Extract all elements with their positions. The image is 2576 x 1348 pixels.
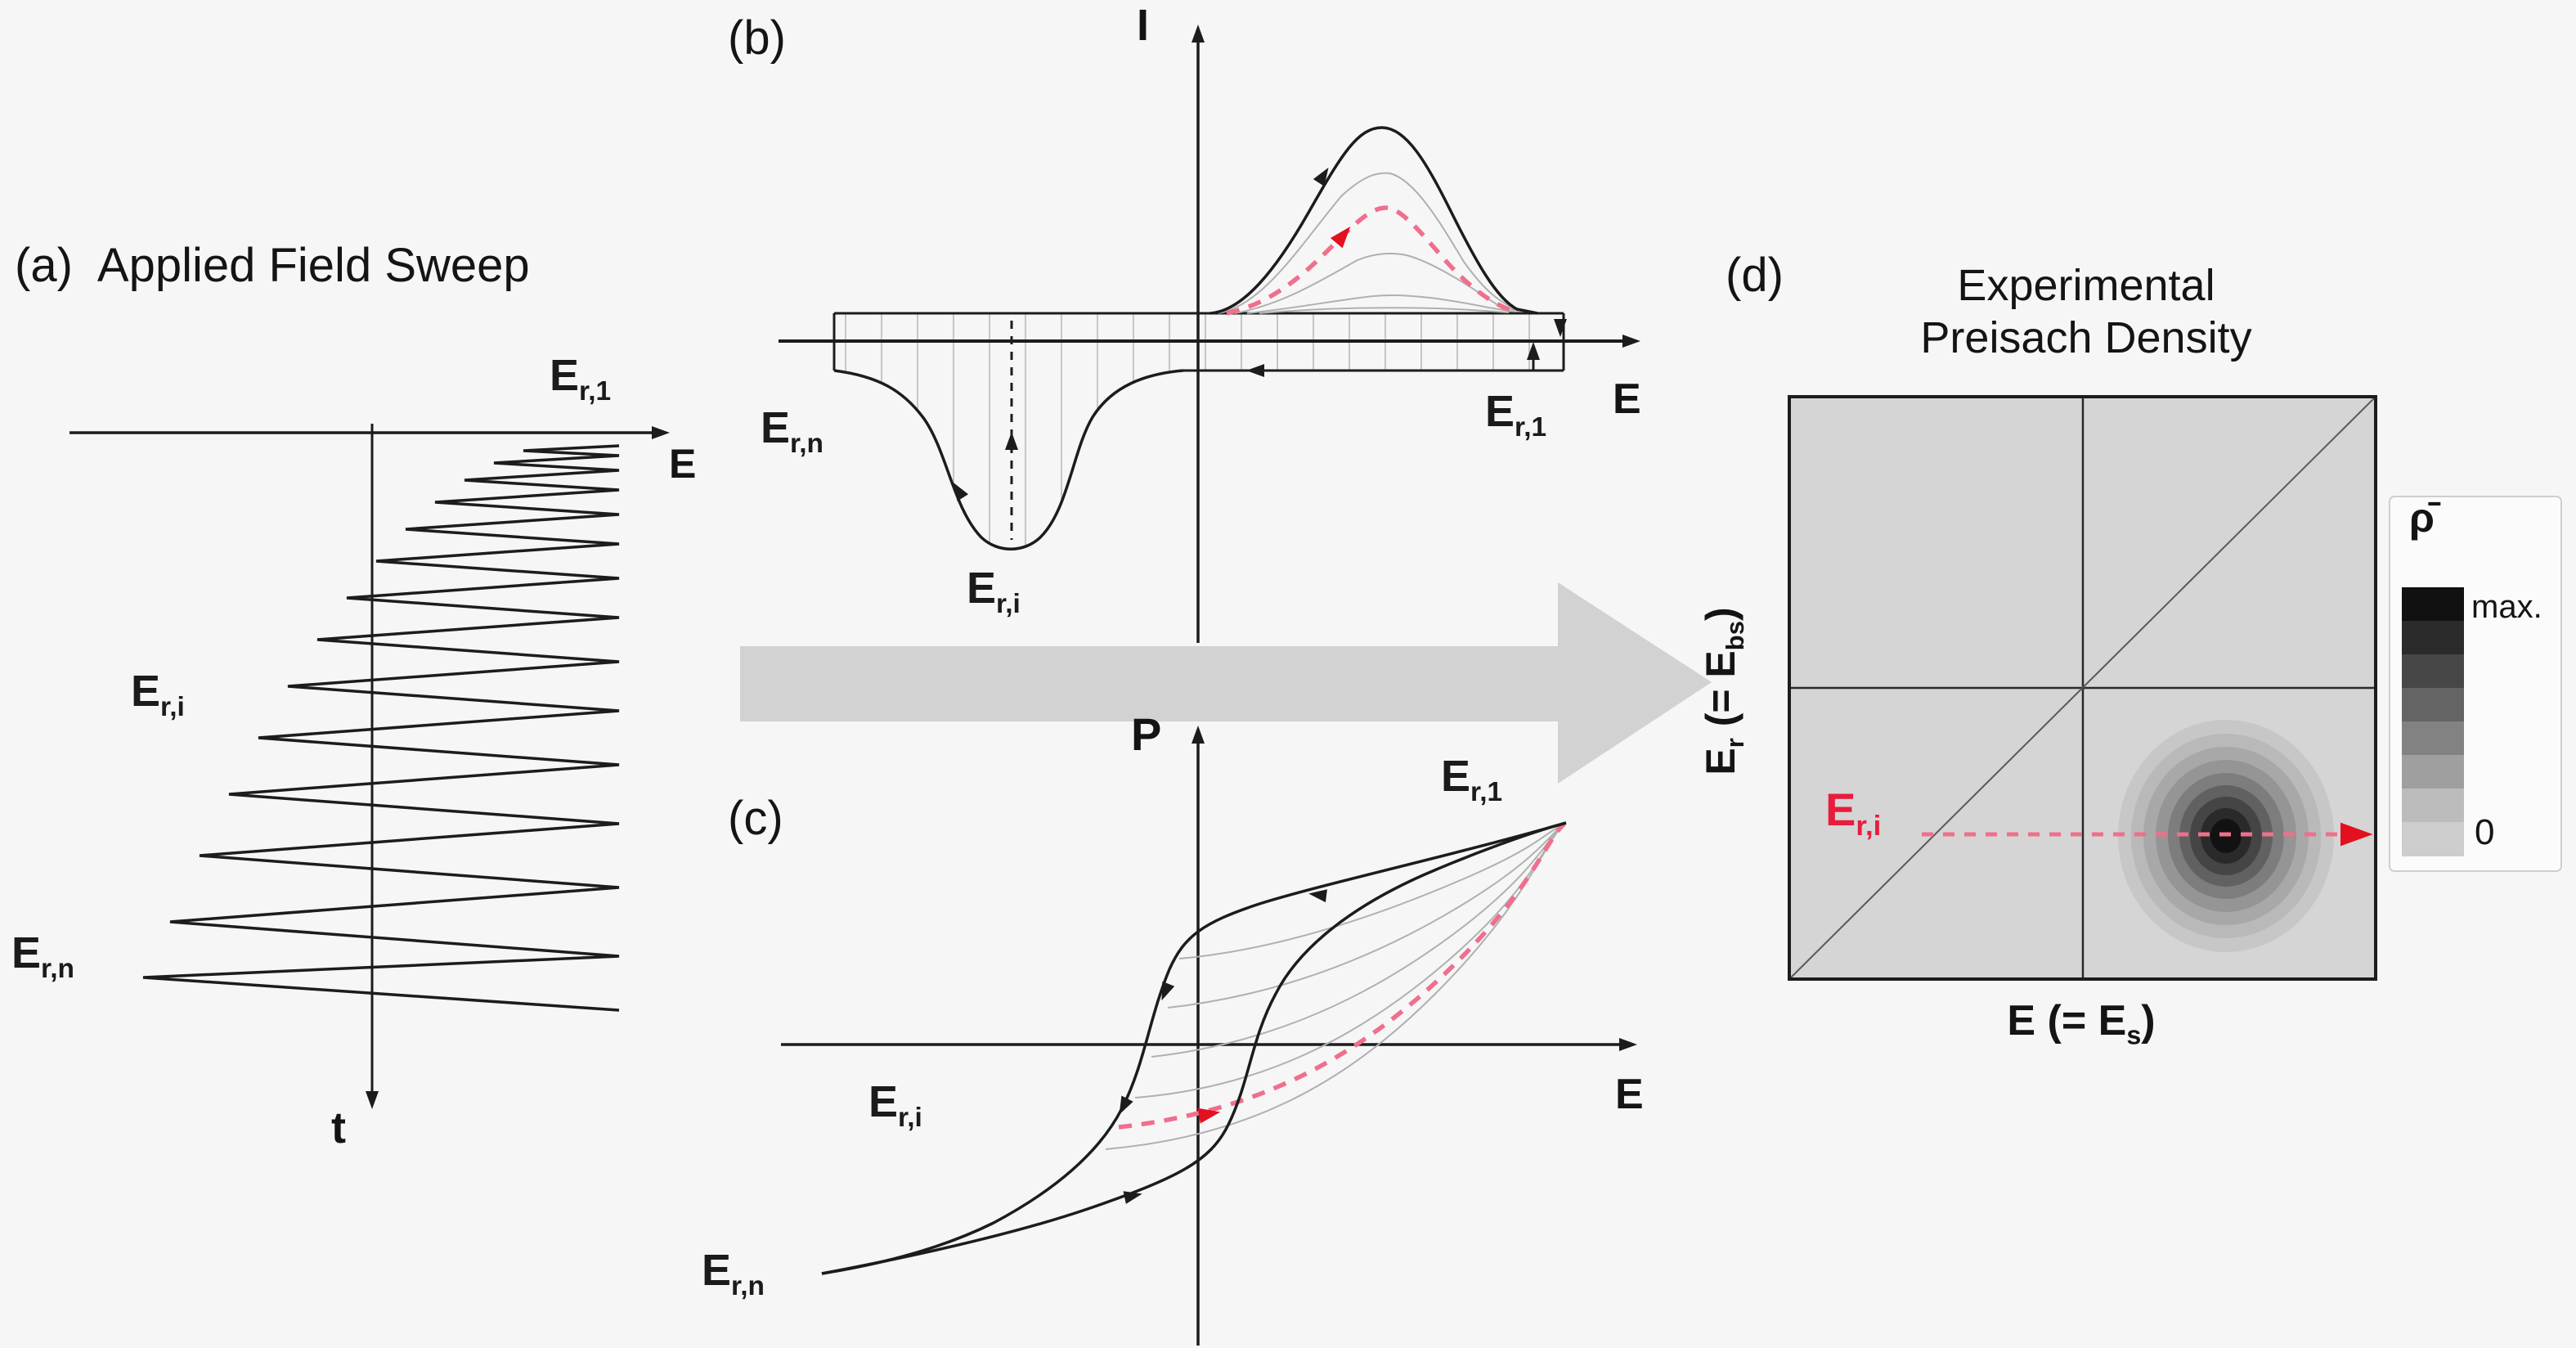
d-colorbar-symbol: ρ̄ <box>2409 495 2435 541</box>
d-colorbar <box>2389 496 2562 872</box>
b-label-ern: Er,n <box>761 403 824 459</box>
b-i-axis-arrow-icon <box>1192 25 1205 43</box>
c-label-er1: Er,1 <box>1441 752 1503 807</box>
d-label-eri: Er,i <box>1825 784 1882 842</box>
b-negative-peak-curve <box>833 369 1184 550</box>
c-e-axis-arrow-icon <box>1619 1038 1637 1051</box>
a-t-axis-label: t <box>331 1103 346 1153</box>
b-dip-hatch <box>834 371 1183 550</box>
c-e-axis-label: E <box>1615 1071 1644 1118</box>
d-y-axis-label: Er (= Ebs) <box>1698 607 1749 775</box>
b-e-axis-arrow-icon <box>1622 335 1640 348</box>
d-colorbar-zero-label: 0 <box>2475 812 2495 852</box>
a-e-axis-label: E <box>669 441 697 487</box>
panel-c-hysteresis-plot <box>781 726 1637 1346</box>
panel-a-tag: (a) <box>15 239 73 292</box>
c-p-axis-label: P <box>1131 708 1162 760</box>
panel-b-current-plot <box>779 25 1640 643</box>
panel-b-tag: (b) <box>728 11 786 65</box>
b-red-arrowhead-icon <box>1330 221 1357 249</box>
d-diagonal-line <box>1788 396 2376 980</box>
b-minor-peaks <box>1218 172 1524 314</box>
panel-d-title-line2: Preisach Density <box>1920 312 2252 362</box>
panel-a-sweep-plot <box>70 424 670 1109</box>
panel-d-preisach-map <box>1788 395 2562 981</box>
c-label-ern: Er,n <box>702 1246 765 1301</box>
panel-d-tag: (d) <box>1726 249 1784 302</box>
transform-arrow-icon <box>740 582 1712 784</box>
c-outer-loop <box>821 821 1567 1275</box>
panel-a-title-text: Applied Field Sweep <box>96 239 530 292</box>
b-label-eri: Er,i <box>967 564 1021 619</box>
a-label-er1: Er,1 <box>550 351 612 407</box>
b-red-forc-peak <box>1226 205 1514 316</box>
b-i-axis-label: I <box>1137 1 1150 50</box>
d-x-axis-label: E (= Es) <box>2007 997 2156 1050</box>
b-peak-envelope <box>1209 126 1538 315</box>
c-red-forc-branch <box>1118 821 1566 1130</box>
c-label-eri: Er,i <box>868 1077 922 1133</box>
c-minor-loops <box>1105 823 1565 1150</box>
a-sweep-waveform <box>142 444 620 1012</box>
a-e-axis-arrow-icon <box>652 426 670 439</box>
d-colorbar-max-label: max. <box>2471 589 2542 625</box>
a-t-axis-arrow-icon <box>366 1091 379 1109</box>
a-label-ern: Er,n <box>11 928 74 984</box>
panel-d-title-line1: Experimental <box>1957 261 2215 310</box>
d-map-border <box>1788 395 2377 981</box>
panel-d-title: Experimental Preisach Density <box>1808 260 2364 364</box>
b-e-axis-label: E <box>1613 375 1641 423</box>
panel-c-tag: (c) <box>728 792 783 845</box>
c-p-axis-arrow-icon <box>1192 726 1205 744</box>
b-label-er1: Er,1 <box>1485 387 1547 443</box>
panel-a-title: (a) Applied Field Sweep <box>15 242 530 290</box>
a-label-eri: Er,i <box>131 667 185 722</box>
